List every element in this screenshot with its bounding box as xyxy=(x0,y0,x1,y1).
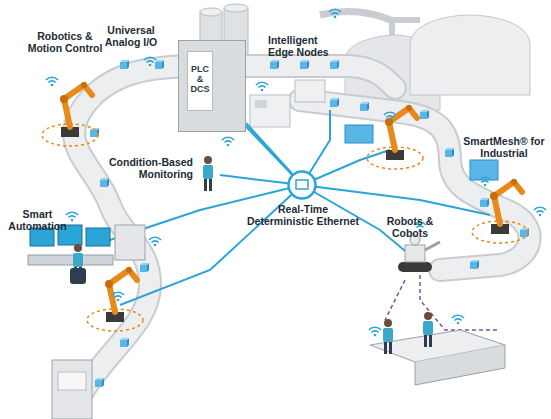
worker xyxy=(383,319,393,354)
callout-label: SmartMesh® for Industrial xyxy=(460,135,548,159)
worker xyxy=(423,312,433,347)
callout-label: Robotics & Motion Control xyxy=(22,30,108,54)
robot-arm xyxy=(87,267,143,331)
control-desk xyxy=(28,225,145,284)
hub-outline xyxy=(287,170,317,200)
wireless-link xyxy=(385,275,500,330)
hub-label: Real-Time Deterministic Ethernet xyxy=(245,203,361,227)
ethernet-hub: Real-Time Deterministic Ethernet xyxy=(287,170,317,200)
cobot xyxy=(398,235,440,272)
robot-arm xyxy=(472,179,528,243)
robot-arm xyxy=(367,105,423,169)
callout-label: Smart Automation xyxy=(0,208,75,232)
cabinet-label: PLC & DCS xyxy=(187,51,213,111)
edge-node-box xyxy=(250,95,290,127)
robot-arm xyxy=(42,82,98,146)
pallet-stack xyxy=(295,80,498,180)
wifi-icon xyxy=(46,9,546,336)
machine xyxy=(52,360,92,419)
callout-label: Condition-Based Monitoring xyxy=(85,156,193,180)
plc-cabinet: PLC & DCS xyxy=(178,40,246,132)
ethernet-wire xyxy=(110,90,490,305)
product-cubes xyxy=(90,60,529,387)
conveyor-belt xyxy=(70,66,530,419)
worker xyxy=(203,156,213,191)
ethernet-connector xyxy=(246,123,292,174)
callout-label: Intelligent Edge Nodes xyxy=(268,34,338,58)
worker xyxy=(73,244,83,279)
callout-label: Universal Analog I/O xyxy=(95,24,167,48)
callout-label: Robots & Cobots xyxy=(378,215,442,239)
